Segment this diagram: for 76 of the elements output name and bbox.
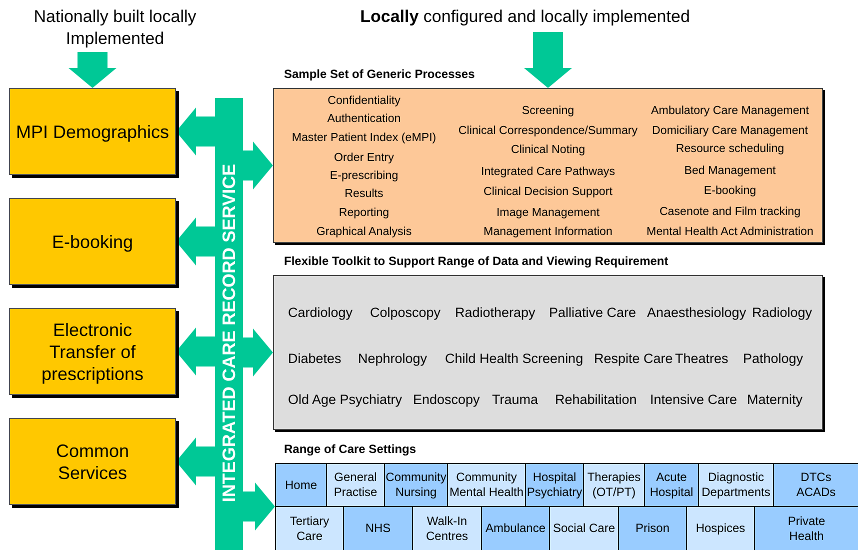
specialty-item: Rehabilitation xyxy=(555,392,637,408)
care-setting-cell: Ambulance xyxy=(482,507,550,550)
specialty-item: Old Age Psychiatry xyxy=(288,392,402,408)
specialty-item: Diabetes xyxy=(288,351,342,368)
process-item: Results xyxy=(344,187,384,202)
care-setting-cell: Private Health xyxy=(755,507,858,550)
care-setting-cell: Tertiary Care xyxy=(276,507,344,550)
specialty-item: Child Health Screening xyxy=(445,351,584,368)
specialty-item: Anaesthesiology xyxy=(647,305,746,322)
care-setting-cell: Hospital Psychiatry xyxy=(526,464,584,507)
care-setting-cell: Therapies (OT/PT) xyxy=(584,464,645,507)
process-item: Clinical Correspondence/Summary xyxy=(458,124,638,139)
header-text: Locally configured and locally implemented xyxy=(300,6,750,32)
module-box: E-booking xyxy=(9,198,176,285)
table-heading: Range of Care Settings xyxy=(284,442,416,456)
care-setting-cell: General Practise xyxy=(327,464,385,507)
process-item: Graphical Analysis xyxy=(316,225,412,240)
arrow xyxy=(243,328,273,376)
arrow xyxy=(176,438,215,486)
care-setting-cell: Acute Hospital xyxy=(645,464,699,507)
module-box: Common Services xyxy=(9,418,176,505)
panel-heading: Flexible Toolkit to Support Range of Data and Viewing Requirement xyxy=(284,254,668,268)
process-item: Clinical Noting xyxy=(510,143,586,158)
arrow xyxy=(176,108,215,156)
process-item: Screening xyxy=(522,104,574,119)
specialty-item: Respite Care xyxy=(594,351,673,368)
process-item: Casenote and Film tracking xyxy=(659,205,801,220)
header-text: Nationally built locally Implemented xyxy=(0,6,230,52)
bar-title: INTEGRATED CARE RECORD SERVICE xyxy=(219,164,239,502)
process-item: Domiciliary Care Management xyxy=(652,124,808,139)
care-setting-cell: DTCs ACADs xyxy=(774,464,858,507)
process-item: Mental Health Act Administration xyxy=(646,225,814,240)
specialty-item: Pathology xyxy=(743,351,804,368)
panel-heading: Sample Set of Generic Processes xyxy=(284,67,475,81)
arrow xyxy=(176,328,215,376)
arrow xyxy=(68,52,116,88)
arrow xyxy=(243,142,273,190)
care-setting-cell: NHS xyxy=(344,507,413,550)
process-item: Confidentiality xyxy=(328,94,400,109)
care-setting-cell: Home xyxy=(276,464,327,507)
specialty-item: Nephrology xyxy=(358,351,428,368)
process-item: Authentication xyxy=(327,112,401,127)
process-item: Integrated Care Pathways xyxy=(480,165,616,180)
care-setting-cell: Walk-In Centres xyxy=(413,507,482,550)
care-setting-cell: Community Mental Health xyxy=(448,464,526,507)
process-item: Reporting xyxy=(338,206,390,221)
care-setting-cell: Hospices xyxy=(687,507,755,550)
service-bar xyxy=(215,98,243,550)
care-setting-cell: Prison xyxy=(619,507,687,550)
specialty-item: Radiotherapy xyxy=(455,305,536,322)
specialty-item: Radiology xyxy=(752,305,812,322)
process-item: Resource scheduling xyxy=(676,142,784,157)
module-box: MPI Demographics xyxy=(9,88,176,175)
module-box: Electronic Transfer of prescriptions xyxy=(9,308,176,395)
process-item: Management Information xyxy=(484,225,612,240)
specialty-item: Theatres xyxy=(675,351,728,368)
process-item: E-booking xyxy=(704,184,756,199)
process-item: Ambulatory Care Management xyxy=(651,104,809,119)
specialty-item: Endoscopy xyxy=(413,392,480,408)
care-setting-cell: Social Care xyxy=(550,507,619,550)
process-item: Master Patient Index (eMPI) xyxy=(292,131,436,146)
process-item: Clinical Decision Support xyxy=(484,185,612,200)
process-item: Image Management xyxy=(496,206,600,221)
specialty-item: Maternity xyxy=(747,392,803,408)
specialty-item: Colposcopy xyxy=(370,305,441,322)
arrow xyxy=(243,482,275,530)
process-item: Bed Management xyxy=(684,164,776,179)
care-setting-cell: Diagnostic Departments xyxy=(699,464,774,507)
process-item: E-prescribing xyxy=(330,169,398,184)
specialty-item: Trauma xyxy=(492,392,538,408)
process-item: Order Entry xyxy=(334,151,394,166)
specialty-item: Intensive Care xyxy=(650,392,738,408)
care-setting-cell: Community Nursing xyxy=(385,464,448,507)
arrow xyxy=(524,32,572,88)
specialty-item: Cardiology xyxy=(288,305,353,322)
specialty-item: Palliative Care xyxy=(549,305,636,322)
